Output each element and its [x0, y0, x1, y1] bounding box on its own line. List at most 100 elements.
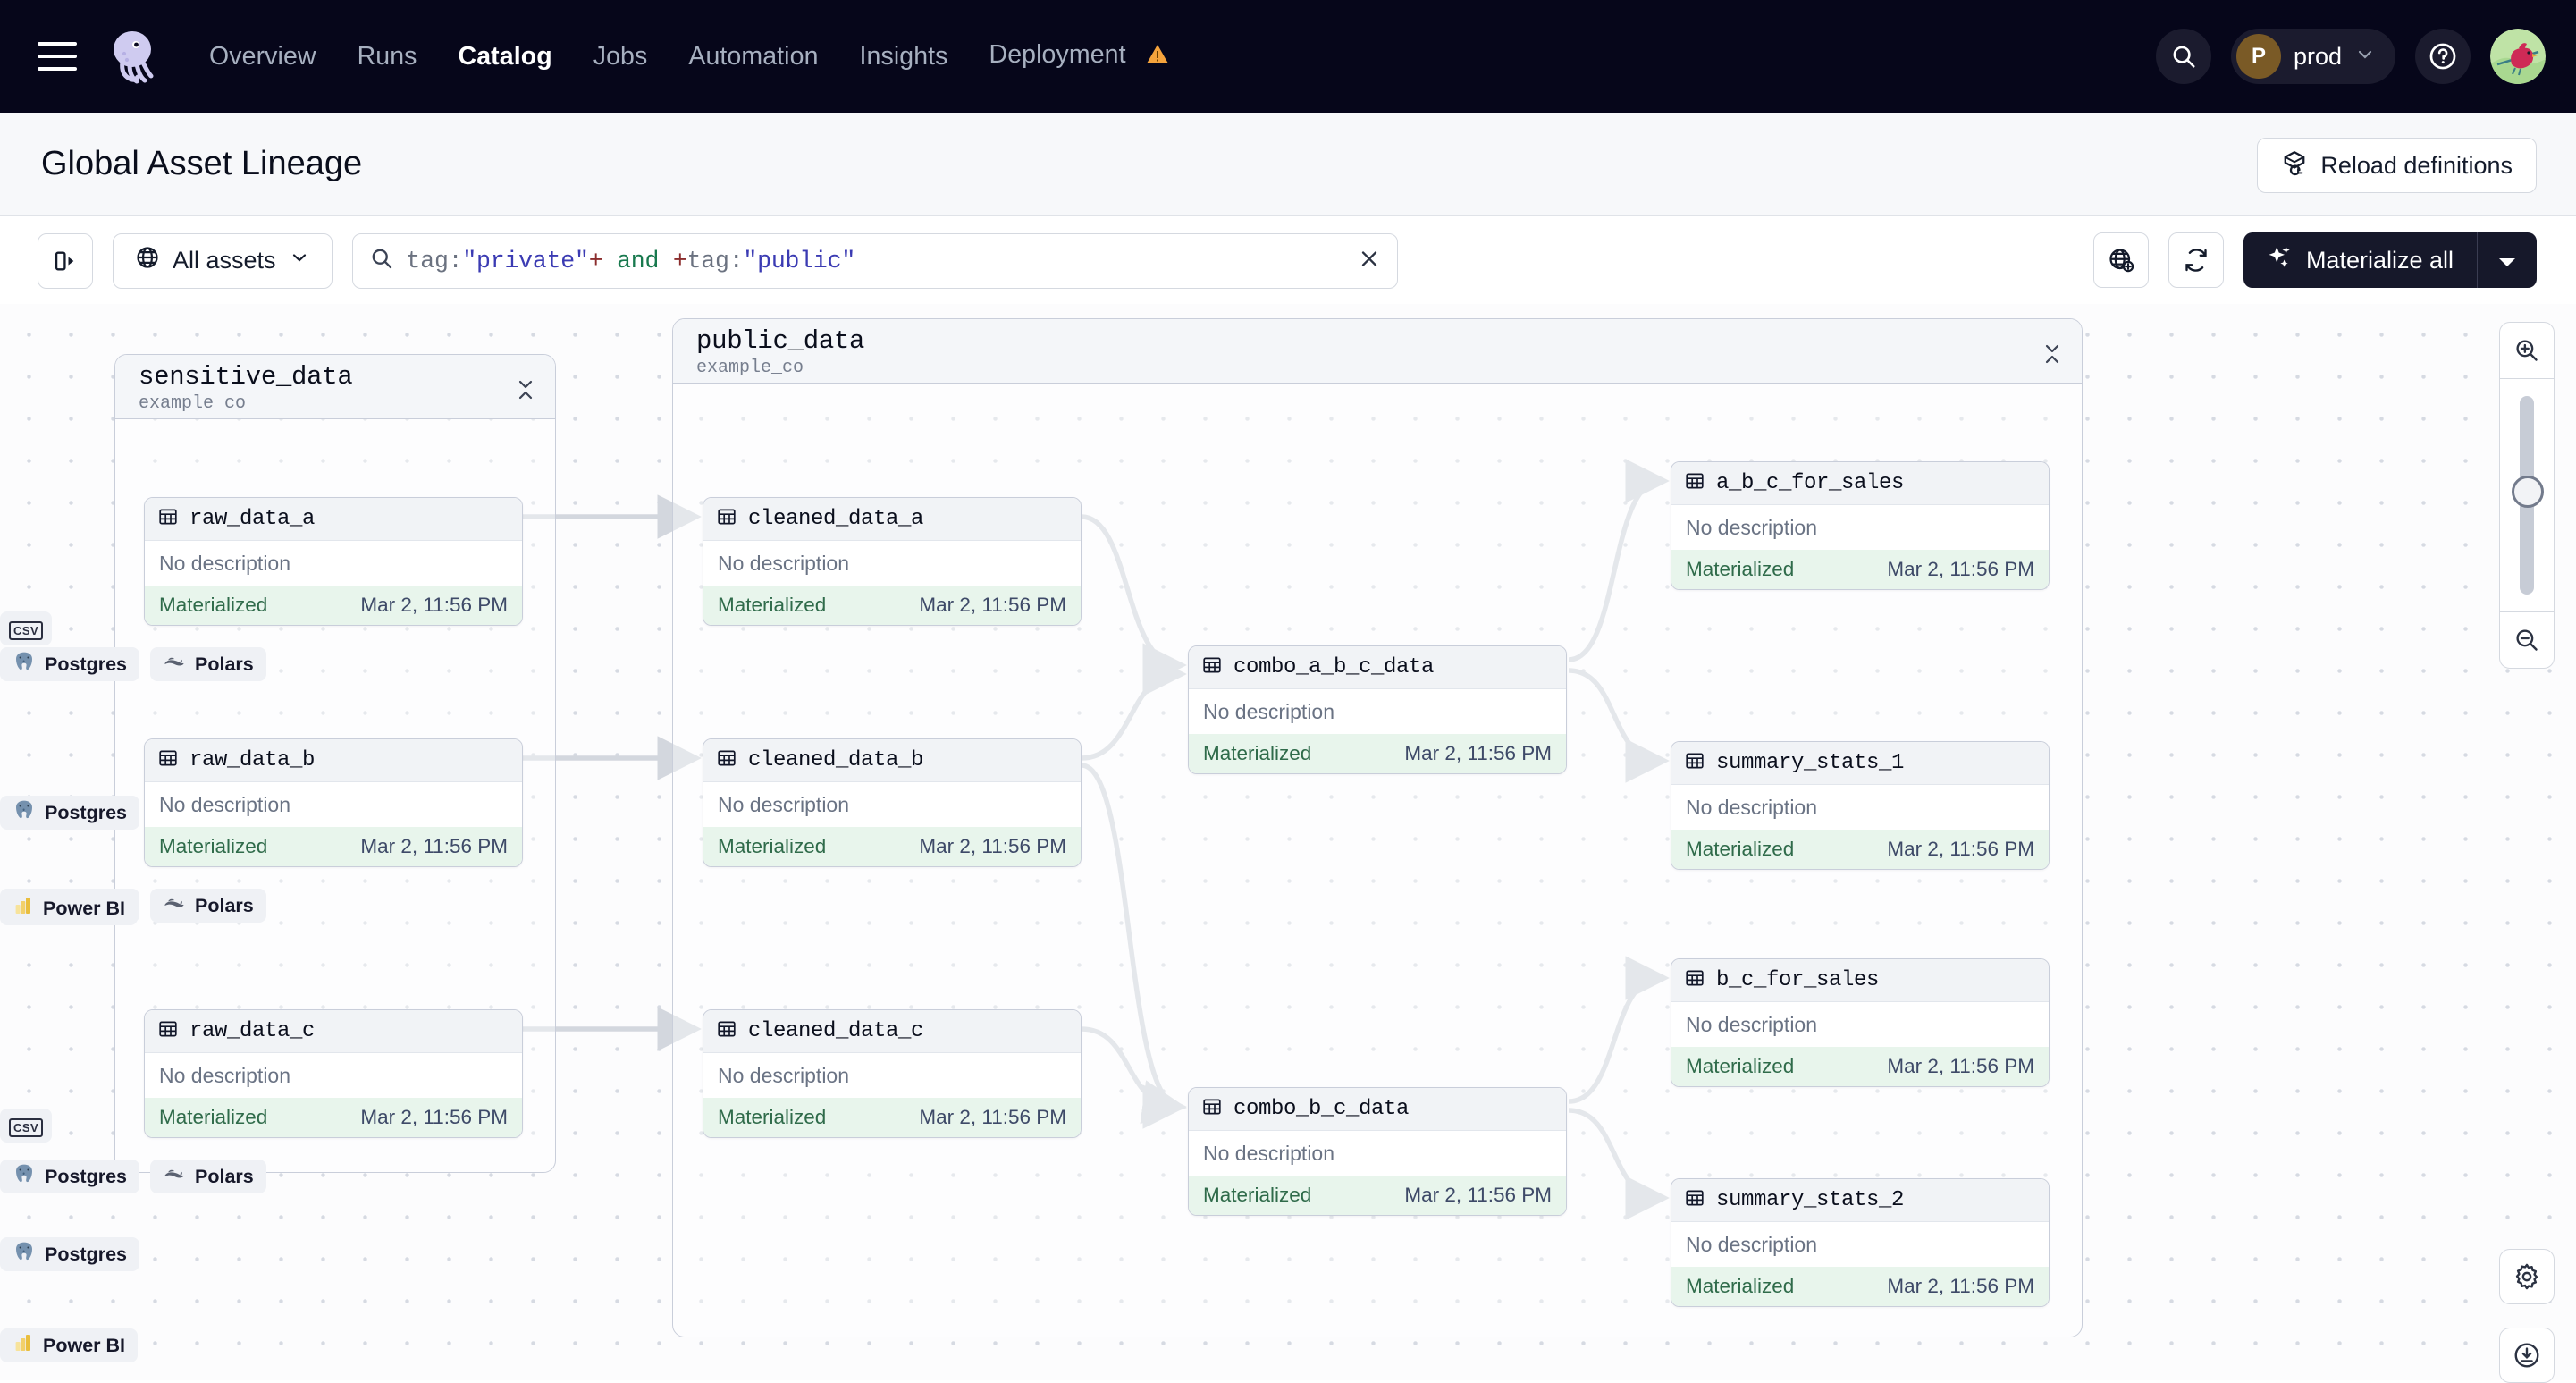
asset-node-header[interactable]: summary_stats_2 [1671, 1179, 2049, 1222]
asset-node-header[interactable]: summary_stats_1 [1671, 742, 2049, 785]
sparkle-icon [2267, 244, 2294, 277]
asset-node-header[interactable]: cleaned_data_b [703, 739, 1081, 782]
nav-item-runs[interactable]: Runs [357, 41, 417, 71]
globe-plus-icon[interactable] [2092, 232, 2149, 288]
asset-node-timestamp: Mar 2, 11:56 PM [1887, 838, 2034, 860]
page-header: Global Asset Lineage Reload definitions [0, 113, 2576, 216]
nav-item-insights[interactable]: Insights [859, 41, 948, 71]
status-badge: Materialized [1203, 742, 1312, 764]
asset-node-header[interactable]: raw_data_c [145, 1010, 522, 1053]
search-input[interactable]: tag:"private"+ and +tag:"public" [351, 232, 1398, 289]
dagster-octopus-logo[interactable] [100, 24, 164, 89]
zoom-slider[interactable] [2500, 379, 2554, 611]
search-icon [369, 246, 394, 275]
asset-node-timestamp: Mar 2, 11:56 PM [1404, 1184, 1552, 1206]
asset-tag[interactable]: Postgres [0, 647, 140, 681]
asset-node-header[interactable]: raw_data_a [145, 498, 522, 541]
asset-tag[interactable]: Power BI [0, 891, 138, 925]
scope-selector[interactable]: All assets [113, 232, 333, 289]
nav-item-jobs[interactable]: Jobs [593, 41, 648, 71]
deployment-selector[interactable]: P prod [2230, 29, 2395, 84]
zoom-slider-handle[interactable] [2512, 476, 2544, 508]
asset-tag[interactable]: CSV [0, 611, 53, 645]
panel-expand-icon[interactable] [38, 232, 93, 289]
status-badge: Materialized [1686, 838, 1795, 860]
nav-item-catalog[interactable]: Catalog [458, 41, 552, 71]
collapse-vertical-icon[interactable] [2042, 342, 2062, 370]
refresh-icon[interactable] [2168, 232, 2224, 288]
postgres-icon [13, 651, 36, 678]
nav-item-automation[interactable]: Automation [688, 41, 819, 71]
collapse-vertical-icon[interactable] [516, 378, 535, 406]
caret-down-icon[interactable] [2478, 247, 2537, 274]
page-title: Global Asset Lineage [41, 145, 363, 182]
asset-tag[interactable]: Postgres [0, 796, 140, 830]
search-icon[interactable] [2155, 29, 2211, 84]
download-circle-icon[interactable] [2499, 1328, 2555, 1383]
asset-node-name: cleaned_data_a [748, 507, 924, 531]
lineage-canvas[interactable]: sensitive_data example_co public_data ex… [0, 304, 2576, 1380]
avatar[interactable] [2490, 29, 2546, 84]
asset-tag[interactable]: Polars [150, 889, 266, 923]
asset-tag[interactable]: Polars [150, 1160, 266, 1193]
asset-group-repo: example_co [139, 393, 247, 414]
asset-node-header[interactable]: combo_b_c_data [1189, 1088, 1566, 1131]
zoom-in-icon[interactable] [2500, 323, 2554, 378]
postgres-icon [13, 1163, 36, 1190]
asset-node-header[interactable]: raw_data_b [145, 739, 522, 782]
hamburger-icon[interactable] [38, 42, 77, 71]
status-badge: Materialized [718, 1106, 827, 1128]
asset-tag[interactable]: Power BI [0, 1328, 138, 1362]
asset-tag[interactable]: Postgres [0, 1160, 140, 1193]
lineage-toolbar: All assets tag:"private"+ and +tag:"publ… [0, 217, 2576, 304]
asset-node-header[interactable]: cleaned_data_c [703, 1010, 1081, 1053]
table-icon [1684, 750, 1705, 776]
asset-node-description: No description [1671, 1002, 2049, 1047]
asset-tag[interactable]: Postgres [0, 1237, 140, 1271]
asset-node-header[interactable]: cleaned_data_a [703, 498, 1081, 541]
asset-node-name: raw_data_b [189, 748, 316, 772]
asset-node-name: cleaned_data_b [748, 748, 924, 772]
postgres-icon [13, 799, 36, 826]
nav-links: Overview Runs Catalog Jobs Automation In… [209, 40, 1169, 72]
nav-item-deployment[interactable]: Deployment [989, 40, 1169, 72]
deployment-avatar: P [2235, 34, 2281, 79]
reload-definitions-button[interactable]: Reload definitions [2257, 138, 2537, 193]
asset-node-description: No description [145, 541, 522, 586]
close-icon[interactable] [1358, 247, 1381, 274]
gear-icon[interactable] [2499, 1249, 2555, 1304]
asset-group-header[interactable]: sensitive_data example_co [115, 355, 555, 419]
asset-node-header[interactable]: b_c_for_sales [1671, 959, 2049, 1002]
materialize-all-label: Materialize all [2305, 246, 2454, 274]
asset-node-timestamp: Mar 2, 11:56 PM [1887, 558, 2034, 580]
scope-selector-label: All assets [173, 247, 276, 274]
asset-node-description: No description [1189, 689, 1566, 734]
asset-node-header[interactable]: combo_a_b_c_data [1189, 646, 1566, 689]
status-badge: Materialized [159, 594, 268, 616]
asset-group-title: public_data [696, 326, 865, 356]
powerbi-icon [13, 895, 34, 922]
nav-item-overview[interactable]: Overview [209, 41, 316, 71]
zoom-out-icon[interactable] [2500, 612, 2554, 668]
asset-tag[interactable]: CSV [0, 1109, 53, 1143]
asset-node-header[interactable]: a_b_c_for_sales [1671, 462, 2049, 505]
question-circle-icon[interactable] [2415, 29, 2471, 84]
materialize-all-button[interactable]: Materialize all [2243, 232, 2537, 288]
asset-group-header[interactable]: public_data example_co [673, 319, 2082, 384]
query-token: tag: [406, 247, 463, 274]
nav-item-deployment-label: Deployment [989, 40, 1126, 69]
asset-tag[interactable]: Polars [150, 647, 266, 681]
